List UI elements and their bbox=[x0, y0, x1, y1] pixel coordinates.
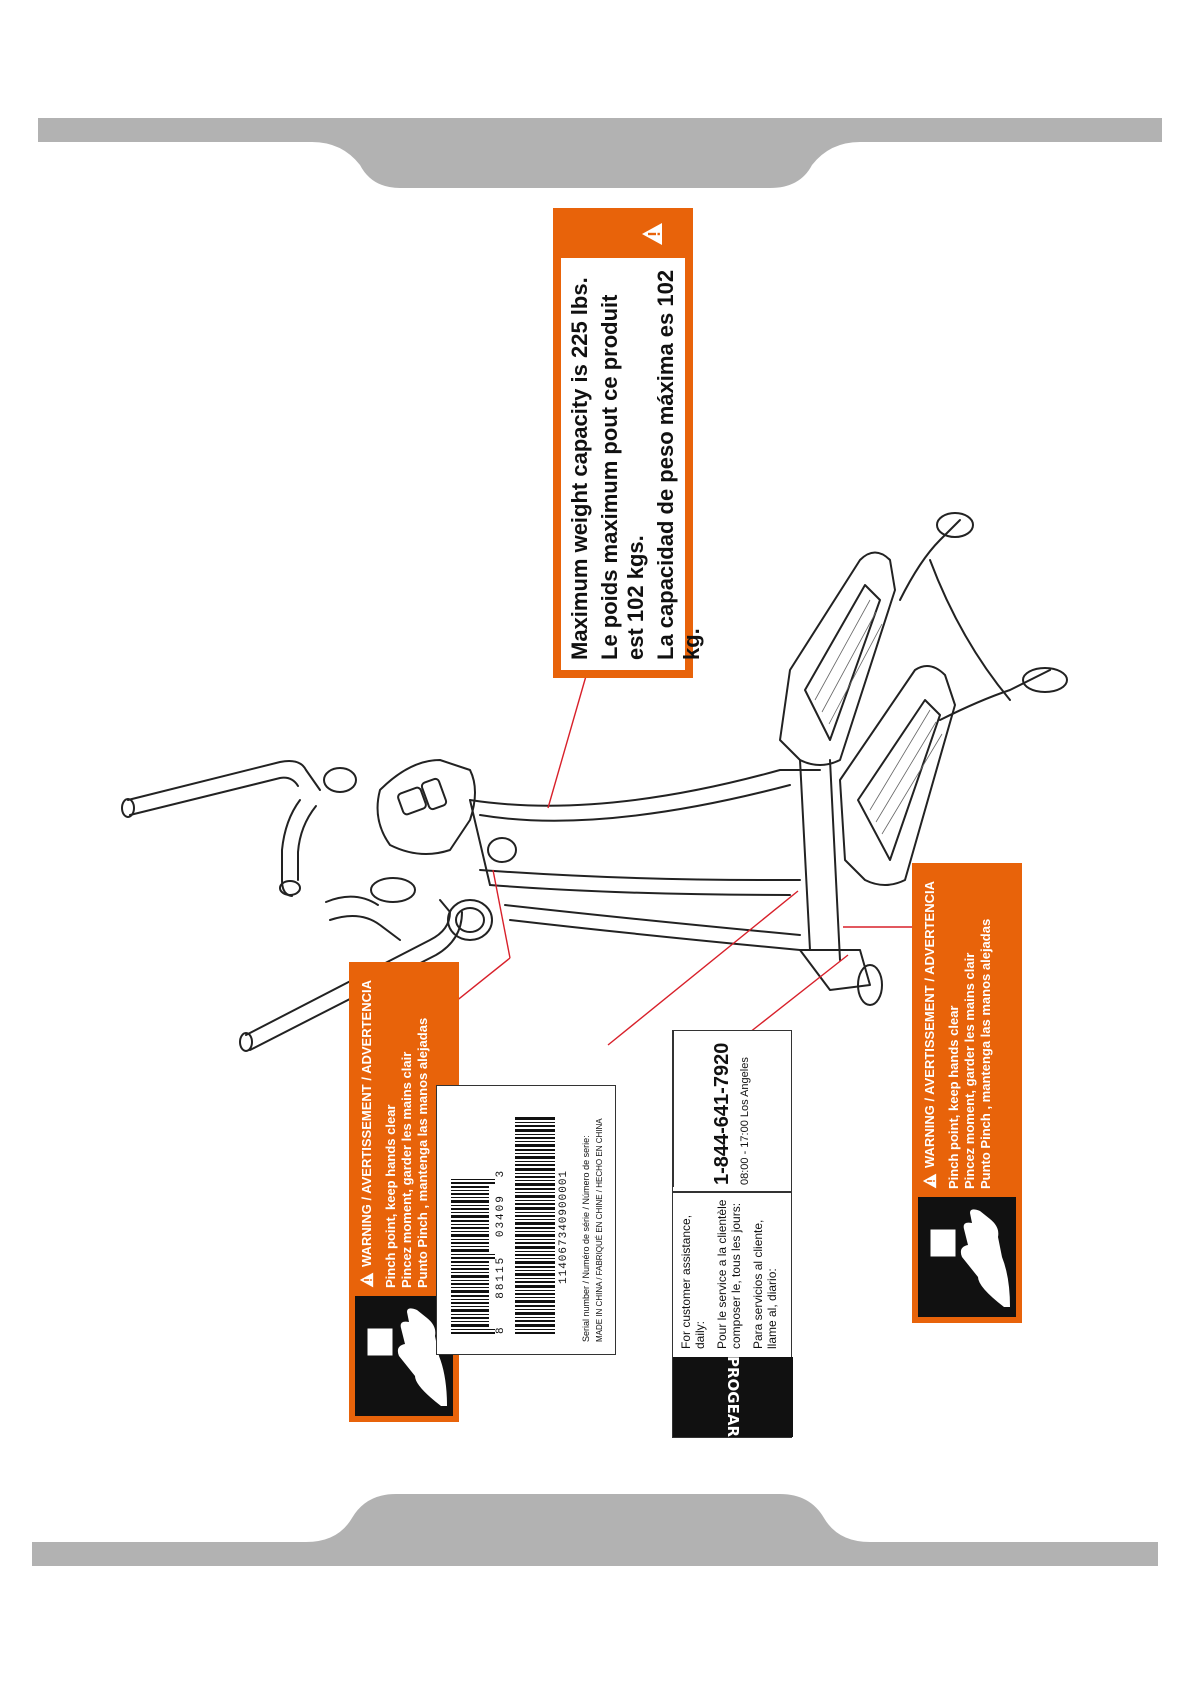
barcode-digits-group-1: 88115 bbox=[495, 1255, 507, 1299]
brand-logo-text: PROGEAR bbox=[724, 1356, 742, 1438]
service-line-fr-1: Pour le service a la clientèle bbox=[715, 1199, 729, 1349]
barcode-digits-group-2: 03409 bbox=[495, 1194, 507, 1238]
weight-line-4: La capacidad de peso máxima es 102 kg. bbox=[653, 269, 704, 660]
weight-line-2: Le poids maximum pout ce produit bbox=[597, 294, 622, 660]
warning-triangle-icon bbox=[923, 1173, 937, 1189]
pinch-warning-line-es: Punto Pinch , mantenga las manos alejada… bbox=[414, 1017, 430, 1288]
pinch-warning-line-en: Pinch point, keep hands clear bbox=[382, 1104, 398, 1289]
service-phone-number: 1-844-641-7920 bbox=[711, 1042, 733, 1185]
pinch-warning-line-fr: Pincez moment, garder les mains clair bbox=[961, 952, 977, 1189]
top-header-band bbox=[38, 118, 1162, 188]
warning-triangle-icon bbox=[360, 1272, 374, 1288]
hand-pinch-icon bbox=[366, 1308, 447, 1406]
pinch-warning-label-right: WARNING / AVERTISSEMENT / ADVERTENCIA Pi… bbox=[912, 863, 1022, 1323]
warning-triangle-icon bbox=[642, 223, 662, 245]
customer-service-label: PROGEAR For customer assistance, daily: … bbox=[672, 1030, 793, 1438]
weight-line-1: Maximum weight capacity is 225 lbs. bbox=[567, 277, 592, 660]
made-in-text: MADE IN CHINA / FABRIQUÉ EN CHINE / HECH… bbox=[595, 1118, 604, 1342]
service-line-fr-2: composer le, tous les jours: bbox=[729, 1202, 743, 1349]
service-hours: 08:00 - 17:00 Los Angeles bbox=[739, 1057, 751, 1185]
hand-pinch-icon bbox=[929, 1209, 1010, 1307]
pinch-warning-label-left: WARNING / AVERTISSEMENT / ADVERTENCIA Pi… bbox=[349, 962, 459, 1422]
service-line-es-1: Para servicios al cliente, bbox=[751, 1219, 765, 1349]
pinch-warning-title: WARNING / AVERTISSEMENT / ADVERTENCIA bbox=[359, 980, 374, 1267]
serial-number-text: 1140673409000​01 bbox=[558, 1169, 570, 1284]
weight-capacity-label: Maximum weight capacity is 225 lbs. Le p… bbox=[553, 208, 704, 678]
serial-caption: Serial number / Numéro de série / Número… bbox=[581, 1135, 591, 1342]
bottom-footer-band bbox=[32, 1494, 1158, 1566]
barcode-graphic bbox=[451, 1179, 495, 1334]
pinch-warning-line-es: Punto Pinch , mantenga las manos alejada… bbox=[977, 918, 993, 1189]
pinch-warning-line-fr: Pincez moment, garder les mains clair bbox=[398, 1051, 414, 1288]
barcode-digit-check: 3 bbox=[495, 1168, 507, 1178]
pinch-warning-title: WARNING / AVERTISSEMENT / ADVERTENCIA bbox=[922, 881, 937, 1168]
serial-barcode-label: 8 88115 03409 3 1140673409000​01 Serial … bbox=[436, 1085, 616, 1355]
service-line-en: For customer assistance, daily: bbox=[679, 1214, 707, 1349]
barcode-digit-lead: 8 bbox=[495, 1325, 507, 1334]
pinch-warning-line-en: Pinch point, keep hands clear bbox=[945, 1005, 961, 1190]
serial-barcode-graphic bbox=[515, 1117, 555, 1334]
brand-logo: PROGEAR bbox=[673, 1356, 793, 1438]
weight-line-3: est 102 kgs. bbox=[623, 535, 648, 660]
service-line-es-2: llame al, diario: bbox=[765, 1268, 779, 1349]
